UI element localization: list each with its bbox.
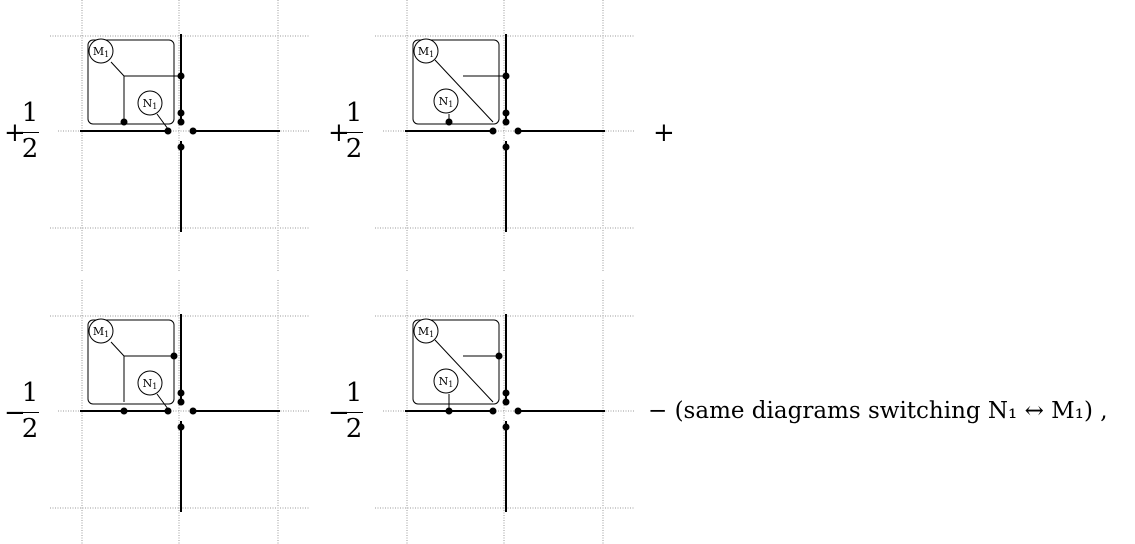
vertex-dot xyxy=(514,127,522,135)
vertex-dot xyxy=(164,127,172,135)
n1-node: N1 xyxy=(137,370,163,396)
coefficient-numerator: 1 xyxy=(21,98,39,128)
vertex-dot xyxy=(489,127,497,135)
vertex-dot xyxy=(502,389,510,397)
m-subscript: 1 xyxy=(429,50,434,59)
svg-text:N1: N1 xyxy=(143,97,158,111)
n1-node: N1 xyxy=(137,90,163,116)
n-subscript: 1 xyxy=(152,102,157,111)
vertex-dot xyxy=(502,109,510,117)
svg-text:M1: M1 xyxy=(93,45,109,59)
vertex-dot xyxy=(445,407,453,415)
coefficient-sign: − xyxy=(4,398,26,428)
n-label: N xyxy=(143,377,153,390)
n-subscript: 1 xyxy=(448,380,453,389)
vertex-dot xyxy=(502,72,510,80)
coefficient-denominator: 2 xyxy=(21,134,39,164)
m1-node: M1 xyxy=(88,318,114,344)
coefficient-numerator: 1 xyxy=(345,378,363,408)
vertex-dot xyxy=(189,407,197,415)
coefficient-sign: + xyxy=(4,118,26,148)
diagram-1: M1 N1 xyxy=(50,0,310,272)
trailing-plus: + xyxy=(653,118,675,148)
vertex-dot xyxy=(502,398,510,406)
coefficient-denominator: 2 xyxy=(345,134,363,164)
coefficient-sign: − xyxy=(328,398,350,428)
coefficient-denominator: 2 xyxy=(345,414,363,444)
svg-text:M1: M1 xyxy=(93,325,109,339)
vertex-dot xyxy=(177,389,185,397)
block-wiring xyxy=(110,61,181,130)
diagram-4: M1 N1 xyxy=(375,280,635,544)
coefficient-4: − 1 2 xyxy=(328,378,368,448)
coefficient-numerator: 1 xyxy=(21,378,39,408)
fraction-bar xyxy=(345,132,363,134)
vertex-dot xyxy=(489,407,497,415)
m1-node: M1 xyxy=(88,38,114,64)
vertex-dot xyxy=(445,118,453,126)
n1-node: N1 xyxy=(433,368,459,394)
coefficient-3: − 1 2 xyxy=(4,378,44,448)
m-subscript: 1 xyxy=(104,330,109,339)
diagram-2: M1 N1 xyxy=(375,0,635,272)
svg-text:M1: M1 xyxy=(418,325,434,339)
vertex-dot xyxy=(502,143,510,151)
coefficient-2: + 1 2 xyxy=(328,98,368,168)
n-label: N xyxy=(143,97,153,110)
fraction-bar xyxy=(21,412,39,414)
svg-text:M1: M1 xyxy=(418,45,434,59)
coefficient-sign: + xyxy=(328,118,350,148)
m1-node: M1 xyxy=(413,318,439,344)
m-label: M xyxy=(418,325,429,338)
block-box xyxy=(87,39,175,125)
vertex-dot xyxy=(170,352,178,360)
vertex-dot xyxy=(164,407,172,415)
fraction-bar xyxy=(21,132,39,134)
vertex-dot xyxy=(502,118,510,126)
n-label: N xyxy=(439,95,449,108)
vertex-dot xyxy=(502,423,510,431)
m-label: M xyxy=(93,325,104,338)
vertex-dot xyxy=(177,398,185,406)
block-box xyxy=(412,39,500,125)
coefficient-numerator: 1 xyxy=(345,98,363,128)
svg-text:N1: N1 xyxy=(439,95,454,109)
caption-text: − (same diagrams switching N₁ ↔ M₁) , xyxy=(648,398,1108,424)
coefficient-1: + 1 2 xyxy=(4,98,44,168)
coefficient-denominator: 2 xyxy=(21,414,39,444)
vertex-dot xyxy=(177,118,185,126)
vertex-dot xyxy=(189,127,197,135)
block-wiring xyxy=(110,341,174,410)
vertex-dot xyxy=(120,118,128,126)
m-label: M xyxy=(418,45,429,58)
vertex-dot xyxy=(177,423,185,431)
vertex-dot xyxy=(120,407,128,415)
m-subscript: 1 xyxy=(104,50,109,59)
diagram-3: M1 N1 xyxy=(50,280,310,544)
svg-text:N1: N1 xyxy=(439,375,454,389)
n-label: N xyxy=(439,375,449,388)
block-box xyxy=(412,319,500,405)
n-subscript: 1 xyxy=(448,100,453,109)
svg-text:N1: N1 xyxy=(143,377,158,391)
vertex-dot xyxy=(514,407,522,415)
vertex-dot xyxy=(177,109,185,117)
m-label: M xyxy=(93,45,104,58)
vertex-dot xyxy=(177,143,185,151)
n1-node: N1 xyxy=(433,88,459,114)
vertex-dot xyxy=(177,72,185,80)
n-subscript: 1 xyxy=(152,382,157,391)
block-box xyxy=(87,319,175,405)
vertex-dot xyxy=(495,352,503,360)
m1-node: M1 xyxy=(413,38,439,64)
m-subscript: 1 xyxy=(429,330,434,339)
fraction-bar xyxy=(345,412,363,414)
